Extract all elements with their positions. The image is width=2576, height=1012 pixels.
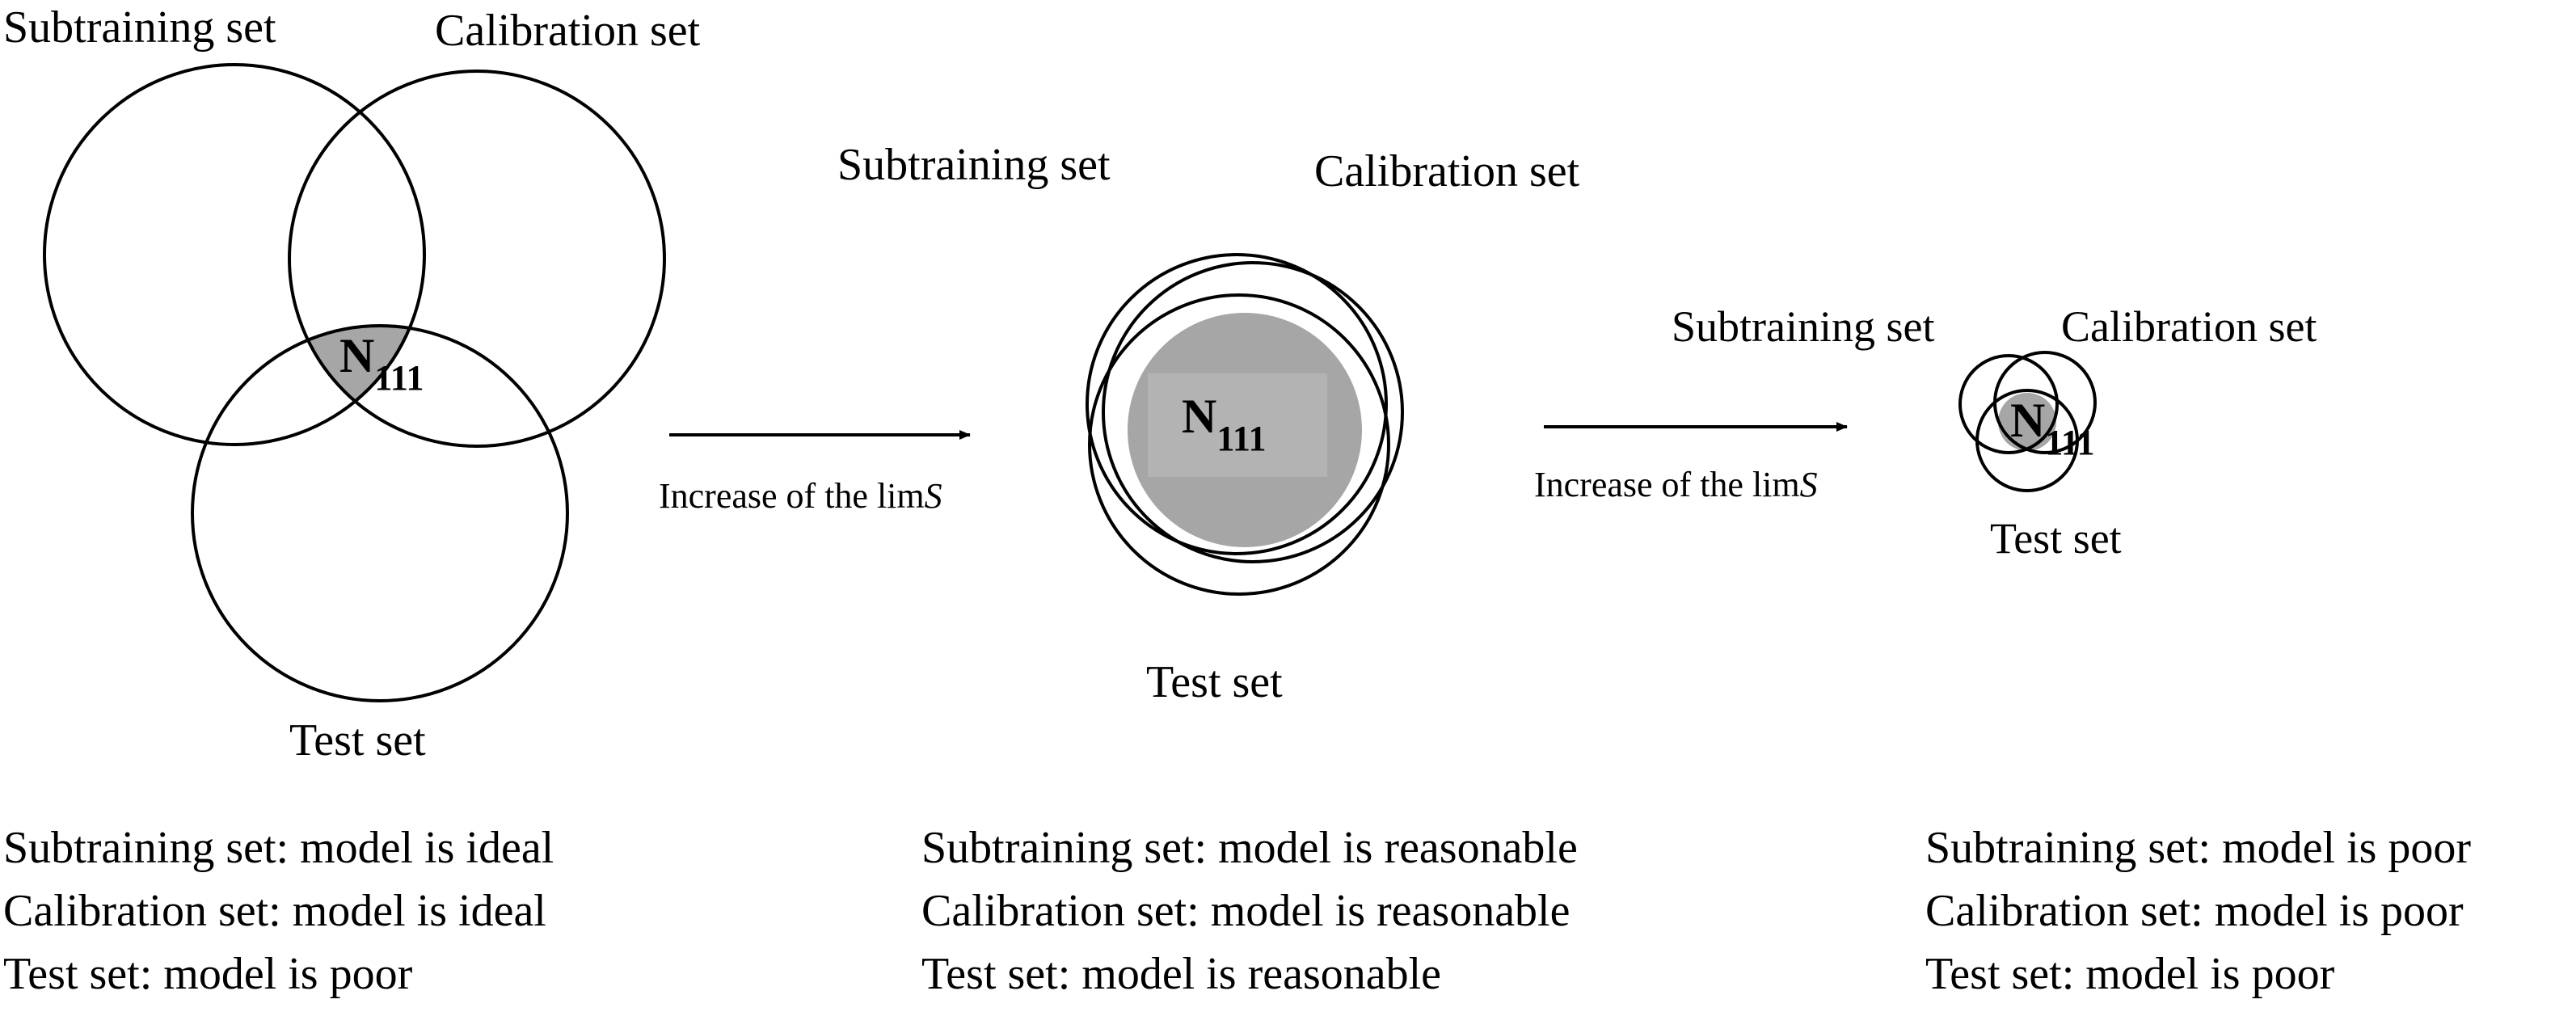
- stage-2-test-label: Test set: [1146, 657, 1283, 707]
- stage-3-test-label: Test set: [1990, 514, 2122, 563]
- stage-1-calibration-label: Calibration set: [435, 6, 701, 56]
- stage-1-n111-label: N111: [339, 329, 424, 398]
- stage-3-venn: Subtraining set Calibration set Test set…: [1672, 302, 2317, 563]
- stage-1-subtraining-label: Subtraining set: [3, 2, 276, 53]
- stage-2-note-test: Test set: model is reasonable: [921, 949, 1442, 999]
- stage-2-n111-label: N111: [1182, 390, 1267, 458]
- stage-3-subtraining-label: Subtraining set: [1672, 302, 1934, 351]
- arrow-2-label: Increase of the limS: [1534, 465, 1818, 504]
- stage-3-note-test: Test set: model is poor: [1925, 949, 2335, 999]
- stage-3-intersection-region: [1998, 393, 2056, 451]
- stage-1-note-subtraining: Subtraining set: model is ideal: [3, 823, 554, 873]
- stage-2-intersection-highlight: [1148, 373, 1327, 477]
- stage-1-test-label: Test set: [289, 715, 426, 765]
- stage-2-venn: Subtraining set Calibration set Test set…: [837, 140, 1580, 707]
- stage-3-test-circle: [1975, 389, 2079, 492]
- stage-3-n111-label: N111: [2010, 394, 2095, 462]
- stage-1-note-calibration: Calibration set: model is ideal: [3, 886, 546, 936]
- stage-3-calibration-label: Calibration set: [2061, 302, 2317, 351]
- model-quality-notes: Subtraining set: model is ideal Calibrat…: [0, 816, 2576, 1012]
- stage-2-test-circle: [1088, 293, 1390, 596]
- stage-2-calibration-label: Calibration set: [1314, 146, 1580, 196]
- stage-3-notes: Subtraining set: model is poor Calibrati…: [1925, 816, 2471, 1006]
- stage-1-calibration-circle: [288, 70, 666, 448]
- stage-2-note-calibration: Calibration set: model is reasonable: [921, 886, 1570, 936]
- stage-3-subtraining-circle: [1958, 354, 2059, 454]
- stage-1-note-test: Test set: model is poor: [3, 949, 413, 999]
- arrow-1-label: Increase of the limS: [659, 476, 942, 516]
- stage-1-test-circle: [191, 324, 569, 702]
- stage-2-subtraining-circle: [1086, 253, 1388, 555]
- stage-2-subtraining-label: Subtraining set: [837, 140, 1111, 190]
- stage-2-notes: Subtraining set: model is reasonable Cal…: [921, 816, 1578, 1006]
- stage-3-note-calibration: Calibration set: model is poor: [1925, 886, 2464, 936]
- stage-1-notes: Subtraining set: model is ideal Calibrat…: [3, 816, 554, 1006]
- stage-1-venn: Subtraining set Calibration set Test set…: [3, 2, 701, 765]
- arrow-2: Increase of the limS: [1534, 422, 1848, 504]
- stage-1-subtraining-circle: [43, 63, 426, 446]
- arrow-1: Increase of the limS: [659, 430, 971, 516]
- stage-2-note-subtraining: Subtraining set: model is reasonable: [921, 823, 1578, 873]
- stage-2-calibration-circle: [1102, 261, 1404, 563]
- stage-3-note-subtraining: Subtraining set: model is poor: [1925, 823, 2472, 873]
